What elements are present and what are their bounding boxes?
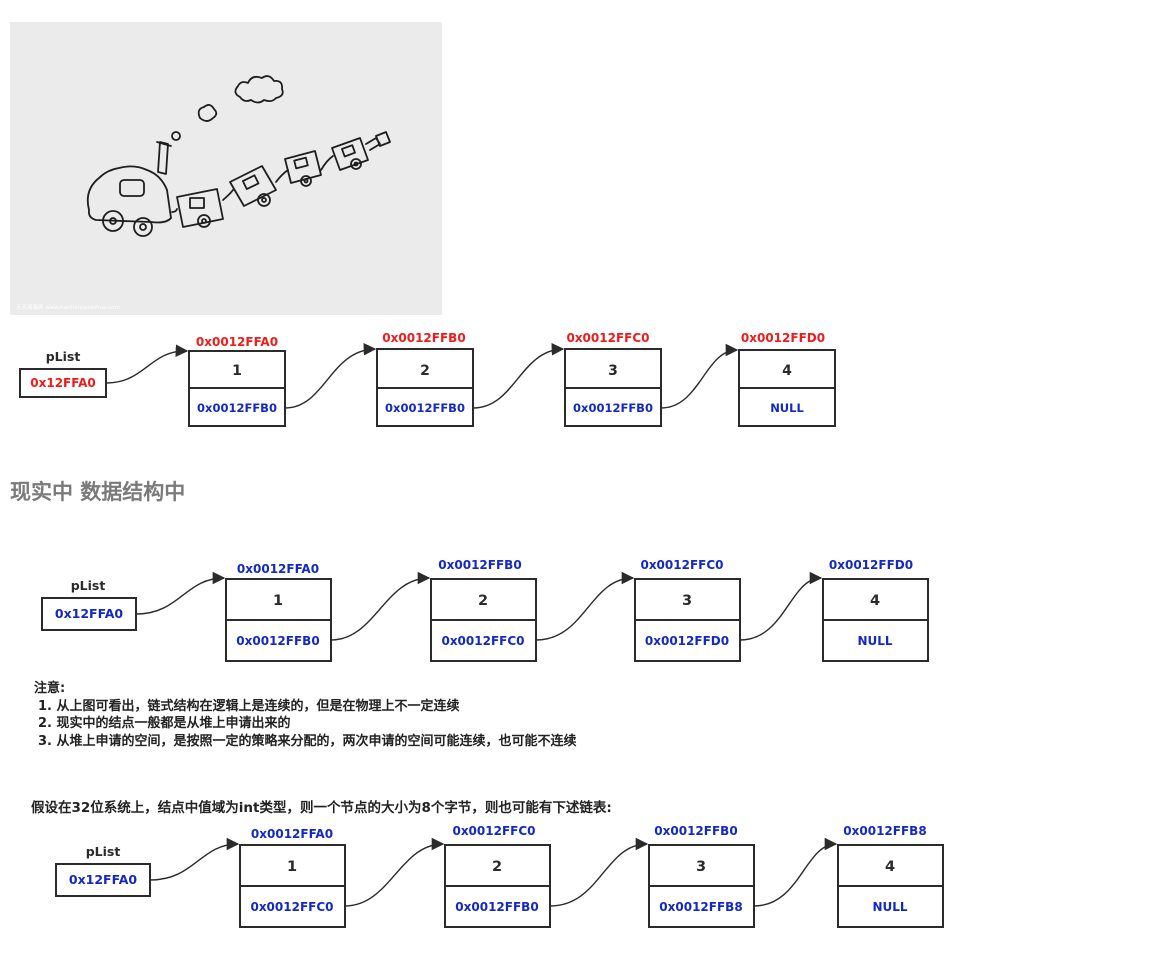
node-box: [837, 844, 944, 928]
node-box: [564, 348, 662, 427]
link-arrow: [753, 837, 838, 907]
node-next: NULL: [872, 900, 907, 914]
node-data: 1: [287, 859, 297, 875]
node-box: [225, 578, 332, 662]
node-address: 0x0012FFA0: [237, 562, 319, 576]
node-next: 0x0012FFB8: [659, 900, 742, 914]
note-item: 2. 现实中的结点一般都是从堆上申请出来的: [38, 716, 291, 731]
assumption-text: 假设在32位系统上，结点中值域为int类型，则一个节点的大小为8个字节，则也可能…: [31, 800, 612, 816]
notes-block: 注意: 1. 从上图可看出，链式结构在逻辑上是连续的，但是在物理上不一定连续 2…: [34, 680, 577, 750]
smoke-puff-small-icon: [171, 131, 181, 141]
notes-title: 注意:: [34, 681, 66, 696]
carriage-icon: [320, 131, 391, 171]
link-arrow: [472, 342, 565, 409]
head-pointer-value: 0x12FFA0: [69, 872, 137, 887]
head-pointer-value: 0x12FFA0: [30, 376, 95, 390]
node-box: [738, 349, 836, 427]
node-next: 0x0012FFB0: [197, 401, 277, 415]
node-data: 3: [682, 593, 692, 609]
link-arrow: [149, 837, 240, 881]
node-data: 1: [273, 593, 283, 609]
head-pointer-label: pList: [71, 578, 106, 593]
node-box: [822, 578, 929, 662]
link-arrow: [105, 344, 189, 384]
node-next: 0x0012FFC0: [250, 900, 333, 914]
section-heading: 现实中 数据结构中: [10, 480, 186, 504]
link-arrow: [284, 342, 377, 409]
link-arrow: [344, 837, 445, 907]
node-address: 0x0012FFC0: [640, 558, 723, 572]
node-address: 0x0012FFD0: [829, 558, 913, 572]
node-box: [648, 844, 755, 928]
carriage-icon: [275, 150, 322, 187]
node-address: 0x0012FFB0: [438, 558, 521, 572]
node-next: 0x0012FFC0: [441, 634, 524, 648]
head-pointer-box: [41, 597, 137, 631]
node-address: 0x0012FFA0: [251, 827, 333, 841]
node-address: 0x0012FFB0: [654, 824, 737, 838]
link-arrow: [535, 571, 635, 641]
node-next: 0x0012FFB0: [385, 401, 465, 415]
carriage-icon: [171, 188, 224, 228]
illustration-caption: 天天简笔画 www.tiantianjianbihua.com: [16, 303, 120, 311]
train-illustration: 天天简笔画 www.tiantianjianbihua.com: [10, 22, 442, 315]
node-data: 2: [420, 363, 430, 379]
head-pointer-label: pList: [46, 349, 81, 364]
link-arrow: [330, 571, 431, 641]
smoke-puff-icon: [197, 104, 218, 122]
locomotive-icon: [86, 141, 172, 237]
node-address: 0x0012FFD0: [741, 331, 825, 345]
node-next: 0x0012FFB0: [455, 900, 538, 914]
head-pointer-value: 0x12FFA0: [55, 606, 123, 621]
node-next: 0x0012FFB0: [573, 401, 653, 415]
node-box: [444, 844, 551, 928]
node-next: 0x0012FFD0: [645, 634, 729, 648]
node-address: 0x0012FFB8: [843, 824, 926, 838]
node-data: 1: [232, 363, 242, 379]
node-next: NULL: [770, 401, 804, 415]
node-box: [188, 350, 286, 427]
carriage-icon: [222, 165, 277, 207]
head-pointer-box: [19, 368, 107, 398]
node-box: [376, 348, 474, 427]
node-box: [430, 578, 537, 662]
head-pointer-box: [55, 863, 151, 897]
node-box: [634, 578, 741, 662]
node-data: 3: [608, 363, 618, 379]
note-item: 1. 从上图可看出，链式结构在逻辑上是连续的，但是在物理上不一定连续: [38, 698, 460, 714]
node-data: 2: [492, 859, 502, 875]
node-data: 4: [782, 363, 792, 379]
node-address: 0x0012FFB0: [382, 331, 465, 345]
link-arrow: [135, 571, 226, 615]
head-pointer-label: pList: [86, 844, 121, 859]
node-address: 0x0012FFC0: [452, 824, 535, 838]
node-data: 3: [696, 859, 706, 875]
node-box: [239, 844, 346, 928]
node-address: 0x0012FFA0: [196, 335, 278, 349]
link-arrow: [739, 571, 823, 641]
node-address: 0x0012FFC0: [566, 331, 649, 345]
node-data: 2: [478, 593, 488, 609]
node-next: 0x0012FFB0: [236, 634, 319, 648]
note-item: 3. 从堆上申请的空间，是按照一定的策略来分配的，两次申请的空间可能连续，也可能…: [38, 733, 577, 749]
link-arrow: [660, 343, 739, 409]
node-next: NULL: [857, 634, 892, 648]
node-data: 4: [870, 593, 880, 609]
cloud-icon: [234, 75, 284, 104]
node-data: 4: [885, 859, 895, 875]
link-arrow: [549, 837, 649, 907]
